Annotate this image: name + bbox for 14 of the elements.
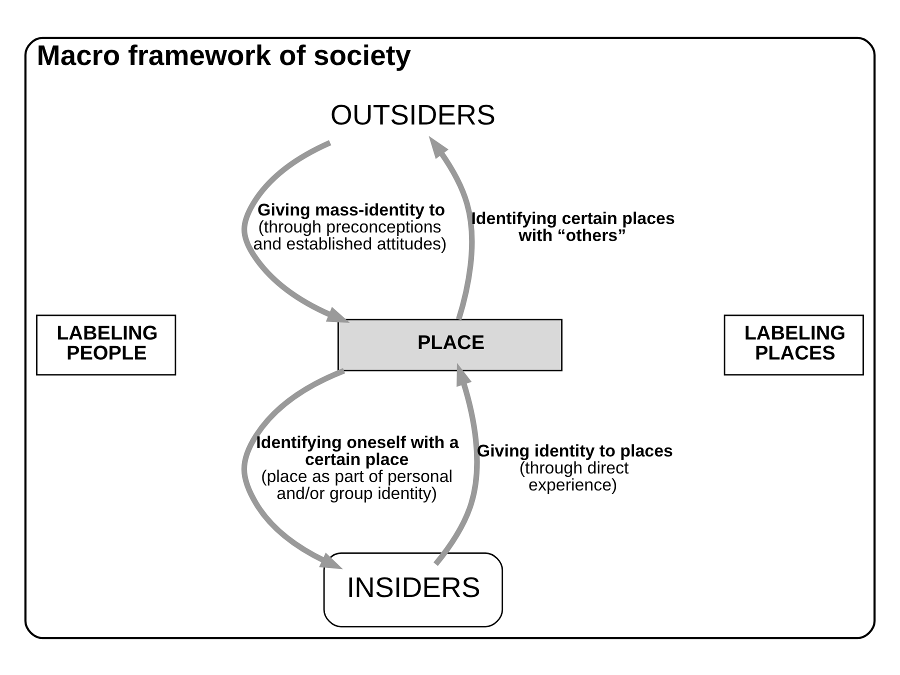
arrow [433, 362, 480, 566]
edge-label: Giving identity to places (through direct experience) [476, 440, 674, 494]
arrow [242, 140, 350, 322]
arrow [241, 368, 346, 569]
cluster [323, 552, 504, 627]
arrow [428, 135, 475, 320]
edge-label: Identifying oneself with a certain place (place as part of personal and/or group identity) [256, 432, 459, 502]
edge-label: Giving mass-identity to (through preconceptions and established attitudes) [253, 200, 447, 254]
node-box: LABELING PLACES [724, 314, 864, 375]
node-box: PLACE [338, 318, 562, 371]
edge-label: Identifying certain places with “others” [471, 208, 675, 245]
node-text: OUTSIDERS [330, 98, 496, 130]
node-text: INSIDERS [346, 570, 480, 602]
node-box: LABELING PEOPLE [36, 314, 176, 375]
